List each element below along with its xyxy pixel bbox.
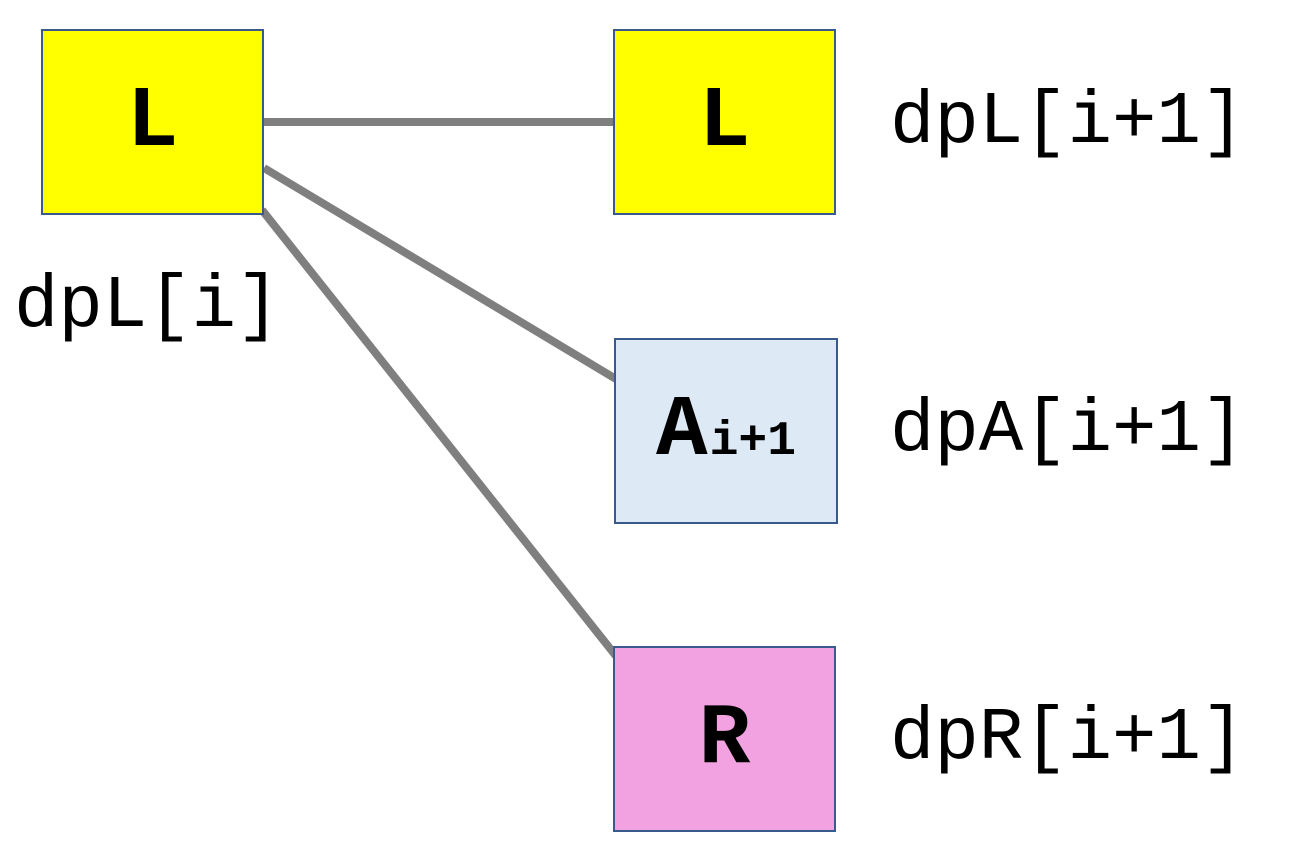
- node-a-next-subscript: i+1: [709, 415, 797, 469]
- node-r-next: R: [613, 646, 836, 832]
- node-l-current-letter: L: [126, 73, 179, 171]
- node-l-next-letter: L: [698, 73, 751, 171]
- node-l-next: L: [613, 29, 836, 215]
- node-r-next-letter: R: [698, 690, 751, 788]
- label-dpr-i-plus-1: dpR[i+1]: [890, 697, 1246, 781]
- label-dpa-i-plus-1: dpA[i+1]: [890, 389, 1246, 473]
- label-dpl-i-plus-1: dpL[i+1]: [890, 81, 1246, 165]
- edge-l-to-a-next: [261, 164, 619, 383]
- edge-l-to-r-next: [258, 207, 620, 659]
- label-dpl-i: dpL[i]: [14, 265, 281, 349]
- node-a-next-letter: A: [655, 382, 708, 480]
- node-l-current: L: [41, 29, 264, 215]
